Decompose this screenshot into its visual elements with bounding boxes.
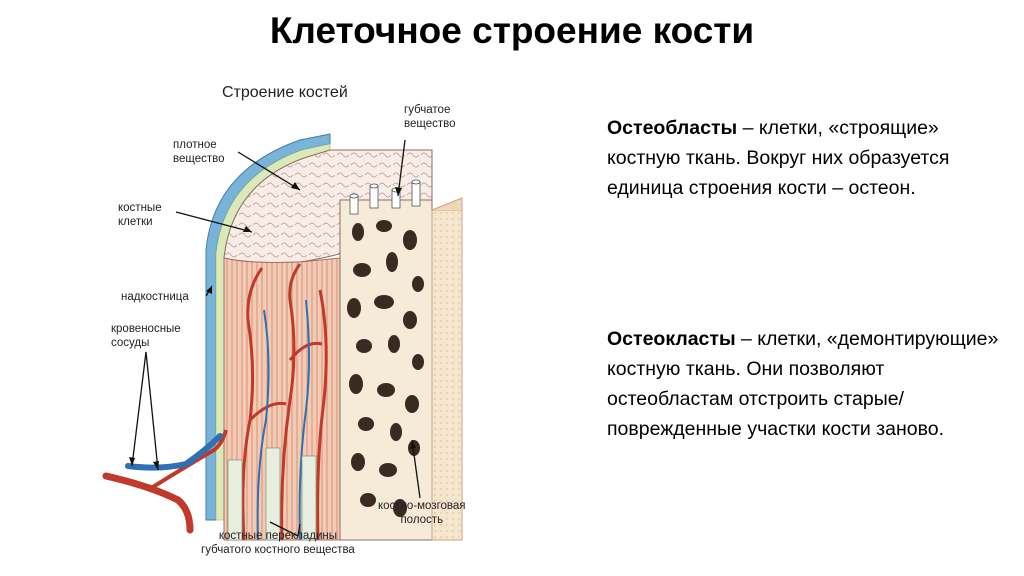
slide-title: Клеточное строение кости [269,10,755,51]
osteoblasts-text: – клетки, «строящие» костную ткань. Вокр… [607,117,950,199]
label-blood-vessels: кровеносные сосуды [111,323,181,349]
label-compact-substance: плотное вещество [173,139,225,165]
label-marrow-cavity: костно-мозговая полость [378,500,466,526]
osteoclasts-term: Остеокласты [607,328,736,350]
osteoclasts-description: Остеокласты – клетки, «демонтирующие» ко… [607,324,1007,444]
bone-structure-illustration [102,133,463,541]
label-trabeculae: костные перекладины губчатого костного в… [201,530,355,556]
label-periosteum: надкостница [121,291,189,303]
osteoblasts-description: Остеобласты – клетки, «строящие» костную… [607,113,1007,203]
label-bone-cells: костные клетки [118,202,162,228]
label-spongy-substance: губчатое вещество [404,104,456,130]
osteoblasts-term: Остеобласты [607,117,738,139]
figure-title: Строение костей [222,84,348,101]
osteoclasts-text: – клетки, «демонтирующие» костную ткань.… [607,328,999,440]
